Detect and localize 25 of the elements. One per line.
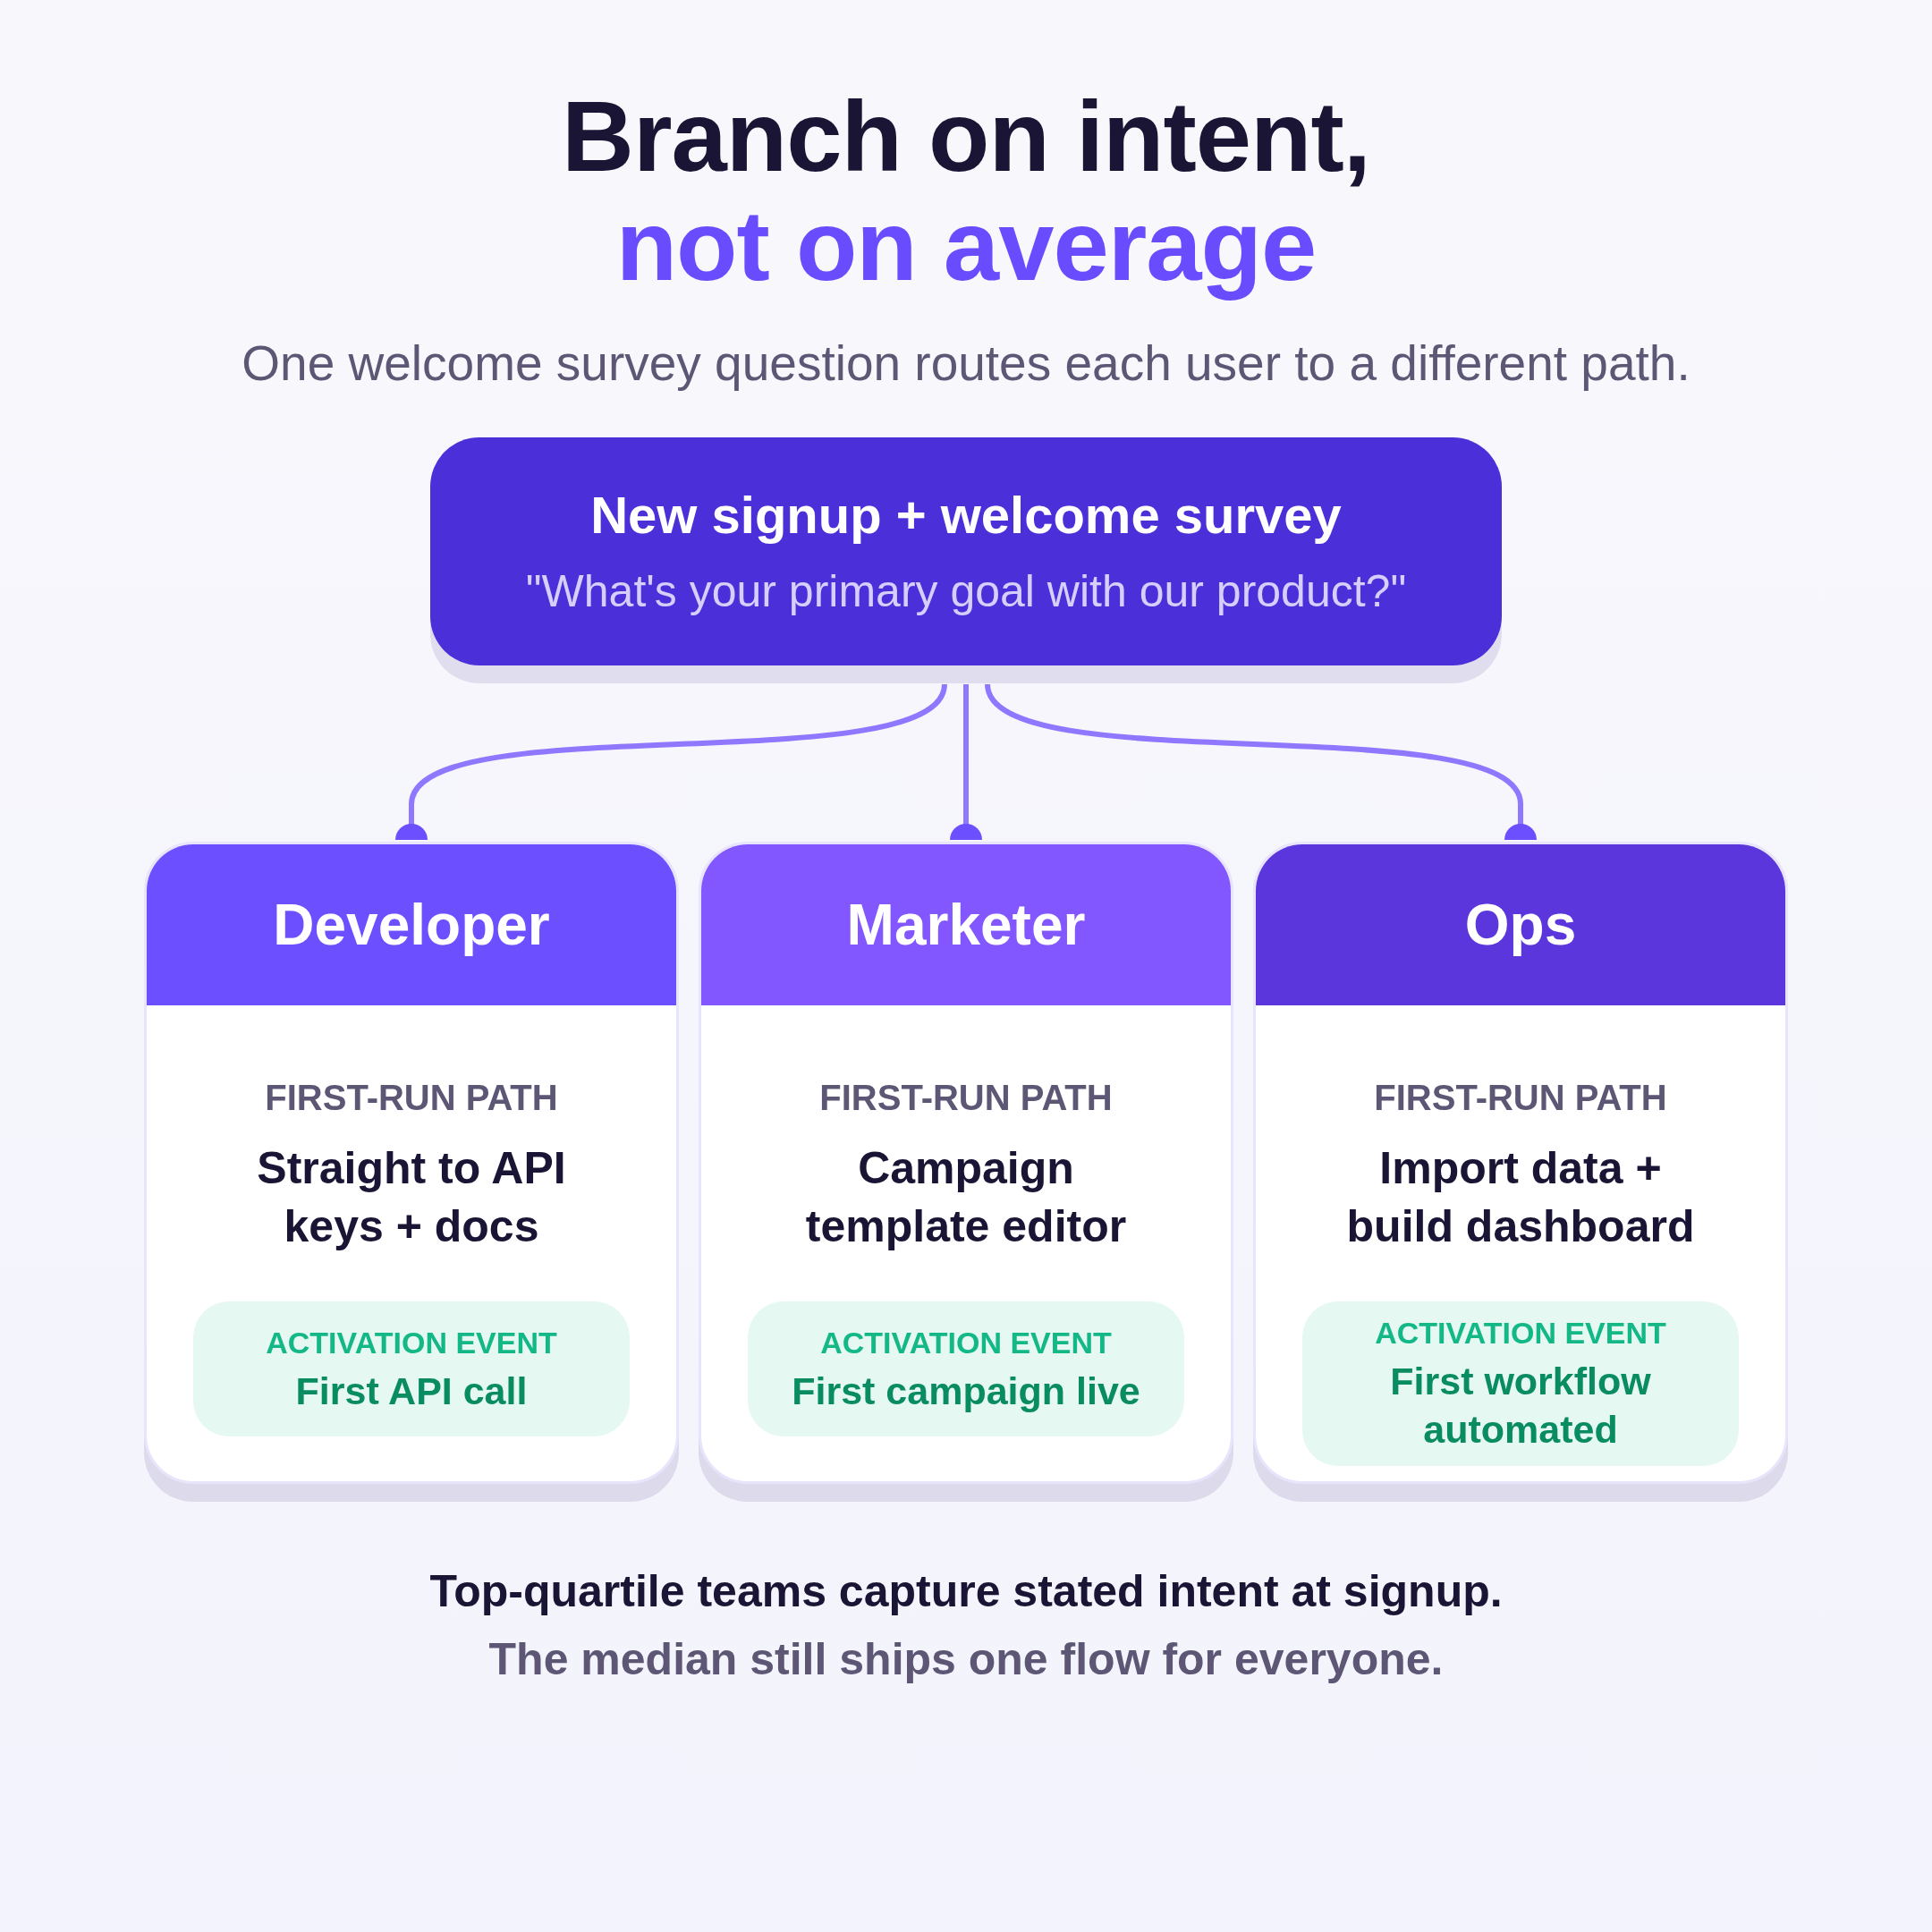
activation-pill [1302,1301,1739,1466]
section-label: FIRST-RUN PATH [265,1077,558,1118]
section-label: FIRST-RUN PATH [819,1077,1113,1118]
section-label: FIRST-RUN PATH [1374,1077,1667,1118]
persona-header: Developer [147,844,676,1005]
connector [950,684,982,840]
activation-pill [193,1301,630,1436]
path-title: Straight to API keys + docs [256,1142,567,1253]
event-name: First API call [295,1368,528,1414]
event-name: First campaign live [792,1368,1140,1414]
persona-header: Marketer [701,844,1231,1005]
pill-label: ACTIVATION EVENT [1375,1315,1666,1352]
event-name: First workflow automated [1389,1359,1652,1453]
node-heading: New signup + welcome survey [590,485,1342,546]
question-text: "What's your primary goal with our product?" [525,565,1407,618]
activation-pill [748,1301,1184,1436]
persona-header: Ops [1256,844,1785,1005]
pill-label: ACTIVATION EVENT [266,1324,557,1361]
pill-label: ACTIVATION EVENT [820,1324,1112,1361]
path-title: Campaign template editor [804,1142,1128,1253]
title: Branch on intent, not on average [562,82,1370,301]
subtitle: One welcome survey question routes each user to a different path. [242,335,1690,392]
note-text: The median still ships one flow for everyone. [488,1633,1444,1686]
takeaway-text: Top-quartile teams capture stated intent at signup. [429,1565,1503,1618]
path-title: Import data + build dashboard [1345,1142,1696,1253]
